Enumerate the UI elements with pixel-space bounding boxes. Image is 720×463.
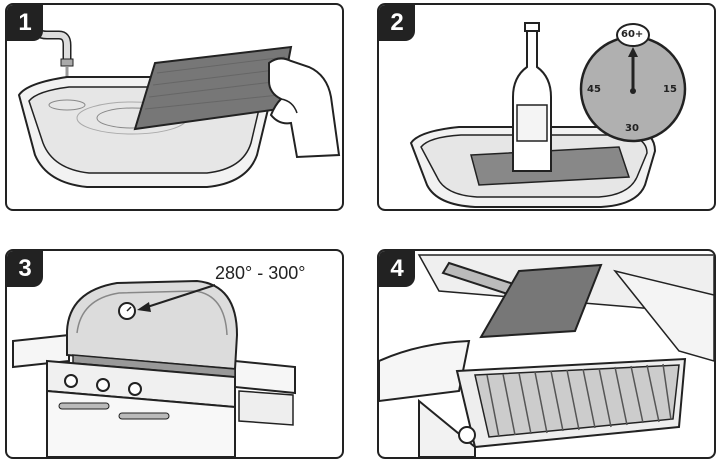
step-4-panel: 4	[377, 249, 716, 459]
step-2-illustration	[409, 22, 687, 208]
wine-bottle-icon	[512, 22, 552, 172]
temperature-label: 280° - 300°	[215, 263, 306, 283]
step-1-illustration	[17, 5, 341, 188]
step-number: 4	[379, 251, 415, 287]
step-number: 2	[379, 5, 415, 41]
step-number: 3	[7, 251, 43, 287]
step-4-illustration	[379, 254, 714, 457]
step-1-panel: 1	[5, 3, 344, 211]
hand-icon	[268, 57, 341, 159]
timer-label-top: 60+	[621, 29, 644, 40]
step-3-panel: 3 280° - 300°	[5, 249, 344, 459]
timer-label-right: 15	[663, 84, 677, 95]
timer-label-bottom: 30	[625, 123, 639, 134]
timer-icon	[579, 23, 687, 143]
step-2-panel: 2 60+ 15 30 45	[377, 3, 716, 211]
thermometer-icon	[118, 302, 136, 320]
step-3-illustration	[12, 279, 296, 457]
step-number: 1	[7, 5, 43, 41]
timer-label-left: 45	[587, 84, 601, 95]
